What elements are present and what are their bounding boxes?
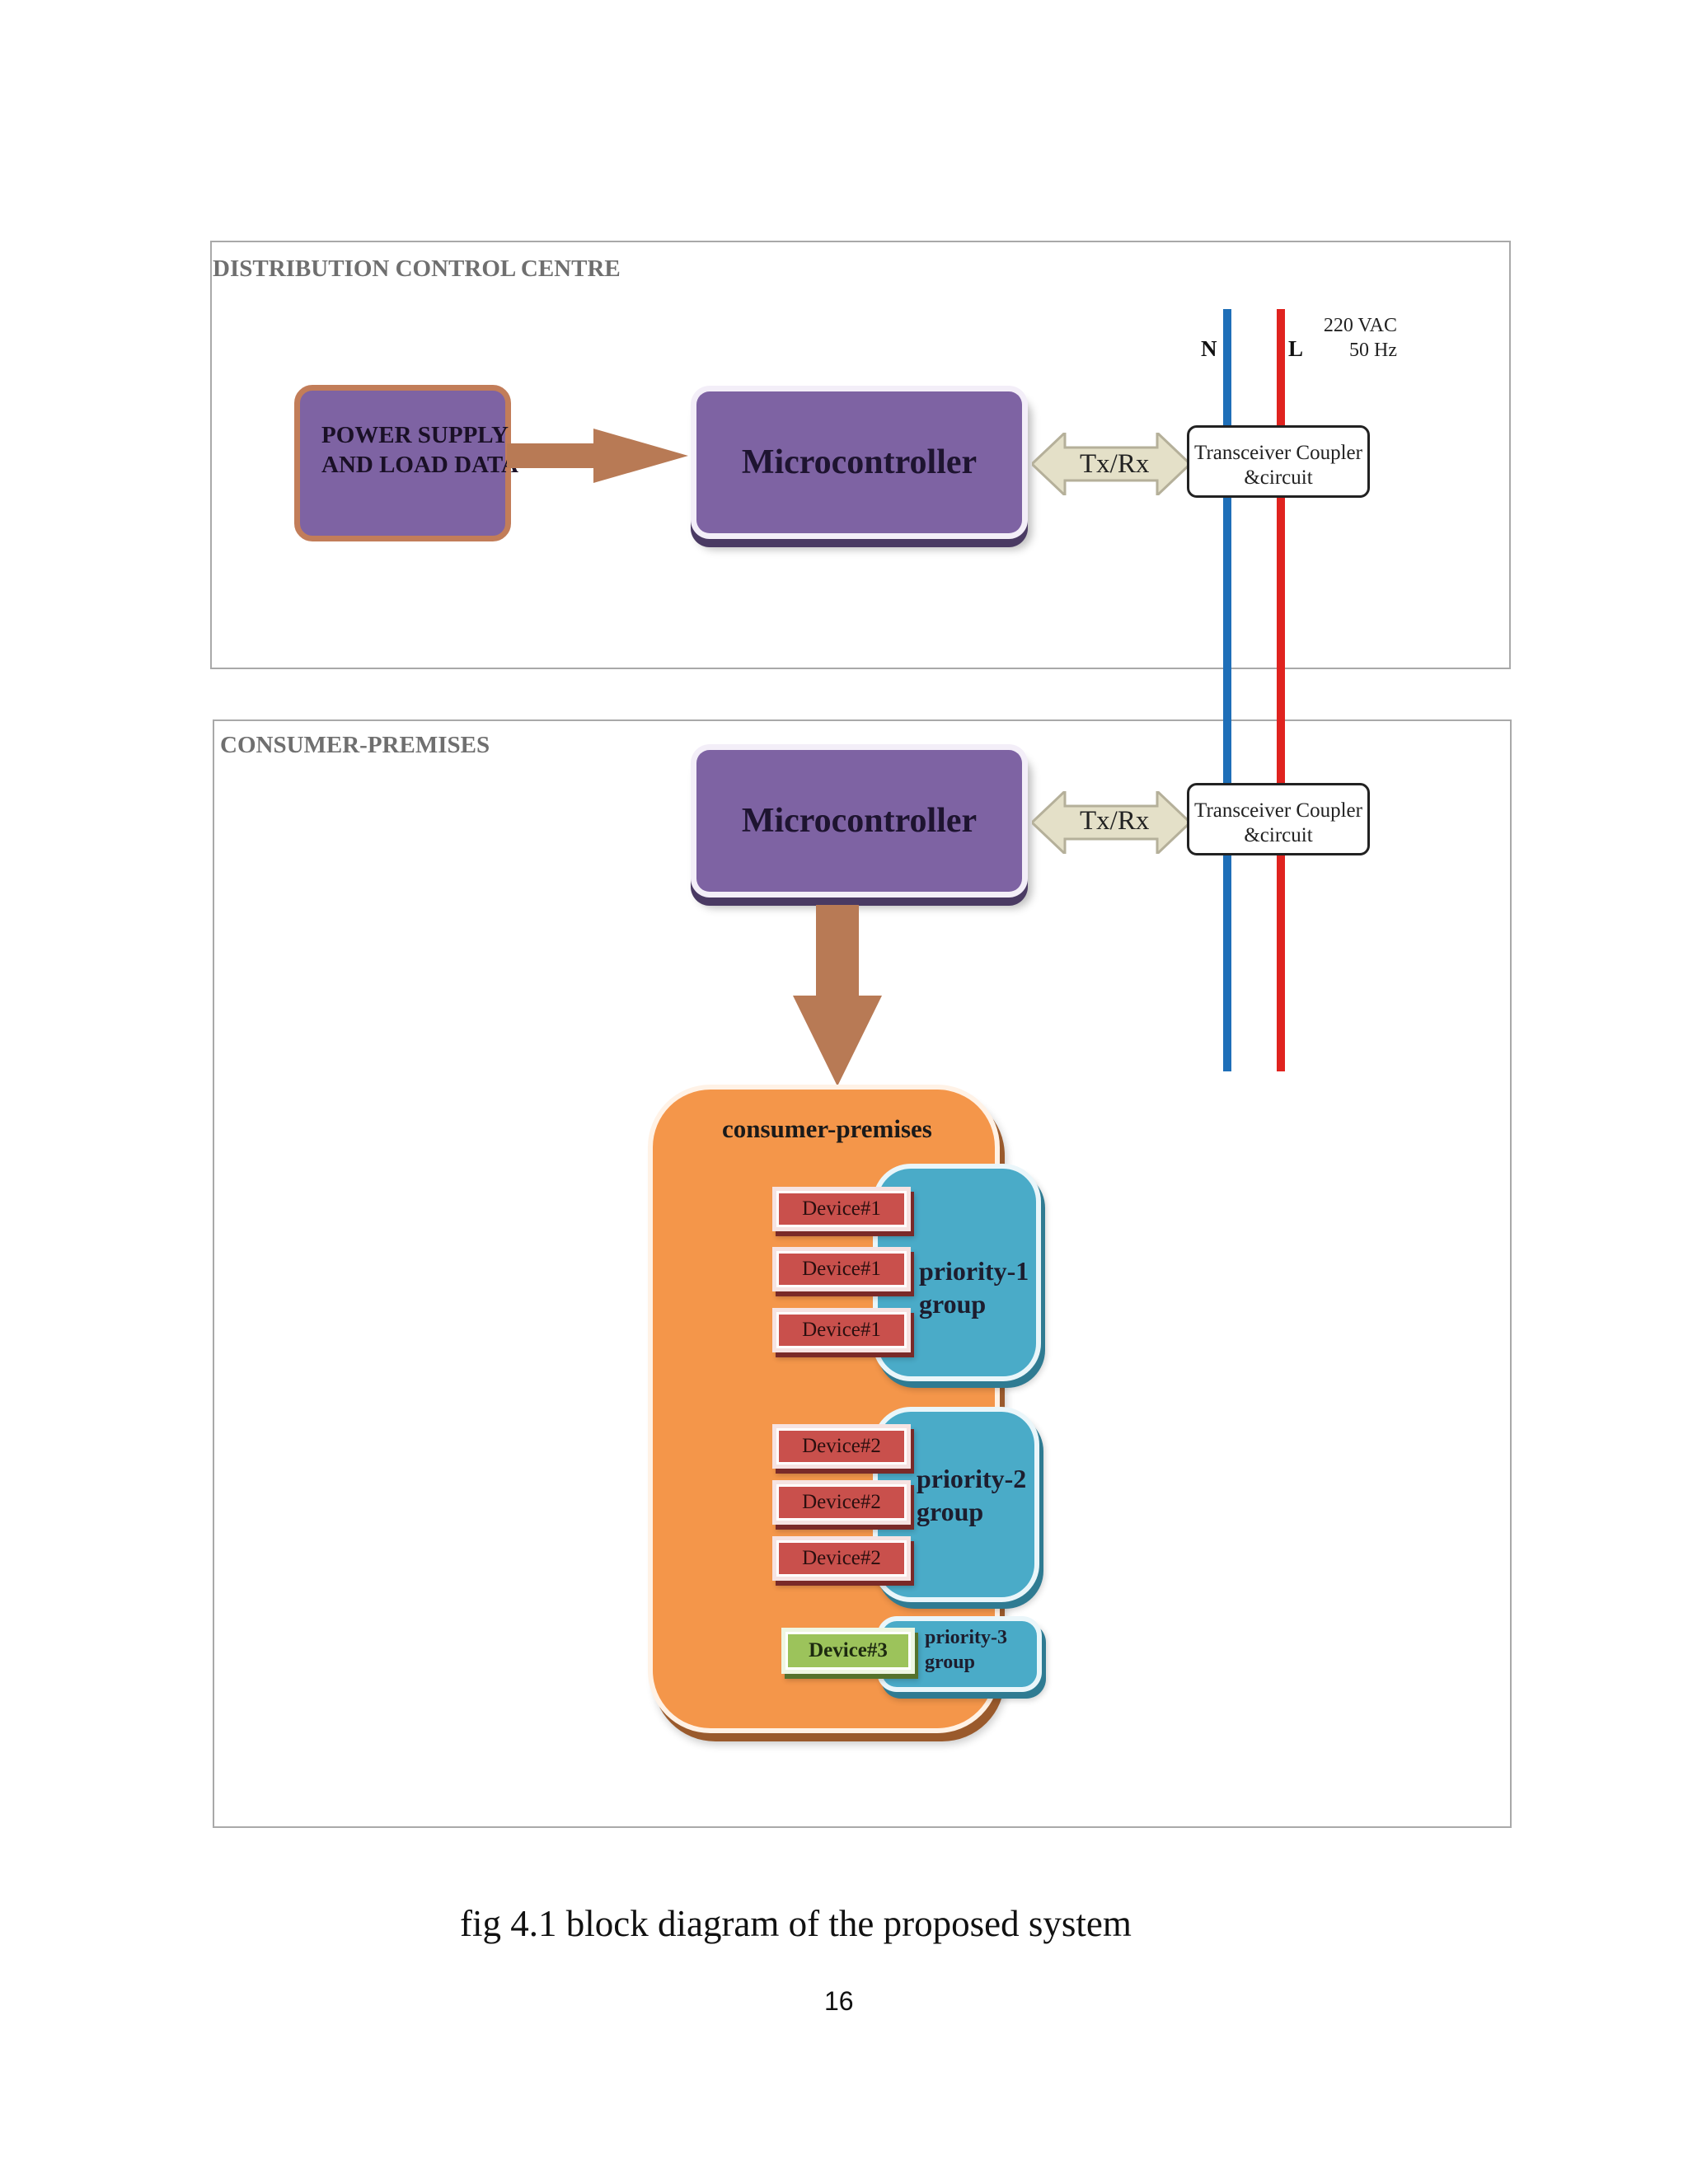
page-number: 16 xyxy=(824,1986,854,2016)
supply-rating: 220 VAC 50 Hz xyxy=(1302,313,1397,363)
priority-3-group-label: priority-3 group xyxy=(925,1627,1007,1673)
priority-2-group-label: priority-2 group xyxy=(917,1464,1027,1526)
consumer-microcontroller-block: Microcontroller xyxy=(696,750,1022,892)
device-1a: Device#1 xyxy=(776,1191,907,1227)
device-2a: Device#2 xyxy=(776,1428,907,1465)
consumer-premises-title: CONSUMER-PREMISES xyxy=(220,732,490,758)
device-3a: Device#3 xyxy=(785,1632,911,1670)
power-supply-load-data-block: POWER SUPPLY AND LOAD DATA xyxy=(294,385,518,541)
consumer-txrx-arrow xyxy=(1032,791,1190,854)
dcc-coupler-line1: Transceiver Coupler xyxy=(1194,442,1362,464)
consumer-txrx-label: Tx/Rx xyxy=(1080,806,1150,836)
microcontroller-to-premises-arrow xyxy=(793,905,882,1086)
dcc-coupler-line2: &circuit xyxy=(1244,466,1313,489)
supply-frequency: 50 Hz xyxy=(1349,340,1397,361)
consumer-premises-block-title: consumer-premises xyxy=(722,1114,932,1143)
figure-caption: fig 4.1 block diagram of the proposed sy… xyxy=(460,1903,1132,1944)
psu-to-microcontroller-arrow xyxy=(507,429,688,483)
device-2b: Device#2 xyxy=(776,1484,907,1521)
distribution-control-centre-title: DISTRIBUTION CONTROL CENTRE xyxy=(213,255,621,282)
consumer-coupler-line1: Transceiver Coupler xyxy=(1194,799,1362,822)
consumer-coupler-line2: &circuit xyxy=(1244,824,1313,846)
dcc-txrx-label: Tx/Rx xyxy=(1080,449,1150,479)
neutral-wire-lower xyxy=(1223,719,1231,1071)
device-1c: Device#1 xyxy=(776,1312,907,1348)
dcc-microcontroller-block: Microcontroller xyxy=(696,391,1022,533)
neutral-wire xyxy=(1223,309,1231,1071)
priority-1-group-label: priority-1 group xyxy=(919,1256,1029,1319)
device-2c: Device#2 xyxy=(776,1540,907,1577)
dcc-txrx-arrow xyxy=(1032,433,1190,495)
power-supply-line2: AND LOAD DATA xyxy=(321,452,518,478)
supply-voltage: 220 VAC xyxy=(1323,315,1397,336)
power-supply-line1: POWER SUPPLY xyxy=(321,422,509,448)
dcc-transceiver-coupler: Transceiver Coupler &circuit xyxy=(1187,425,1370,498)
live-wire-lower xyxy=(1277,719,1285,1071)
consumer-transceiver-coupler: Transceiver Coupler &circuit xyxy=(1187,783,1370,855)
neutral-label: N xyxy=(1201,336,1217,361)
live-label: L xyxy=(1288,336,1304,361)
live-wire xyxy=(1277,309,1285,1071)
device-1b: Device#1 xyxy=(776,1251,907,1287)
